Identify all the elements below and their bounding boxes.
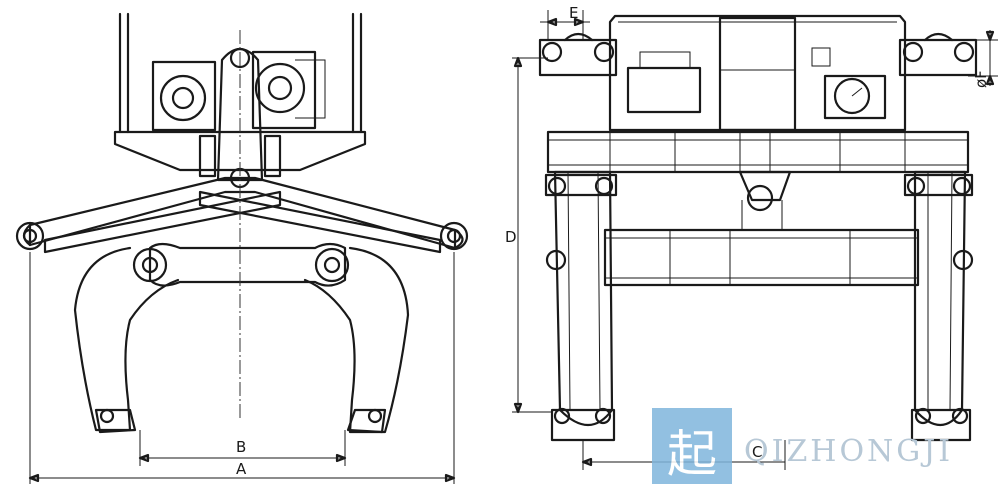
dim-label-e: E (569, 4, 578, 22)
right-view: D E øF C (505, 4, 998, 470)
dim-label-b: B (236, 438, 246, 456)
watermark-box: 起 (652, 408, 732, 484)
watermark-char: 起 (667, 425, 717, 483)
watermark-logo: 起 QIZHONGJI (652, 408, 994, 484)
dim-label-f: øF (972, 70, 990, 88)
dim-label-a: A (236, 460, 247, 478)
dim-label-c: C (752, 443, 762, 461)
left-view: B A (15, 12, 469, 484)
watermark-text: QIZHONGJI (744, 434, 954, 469)
dim-label-d: D (505, 228, 517, 246)
